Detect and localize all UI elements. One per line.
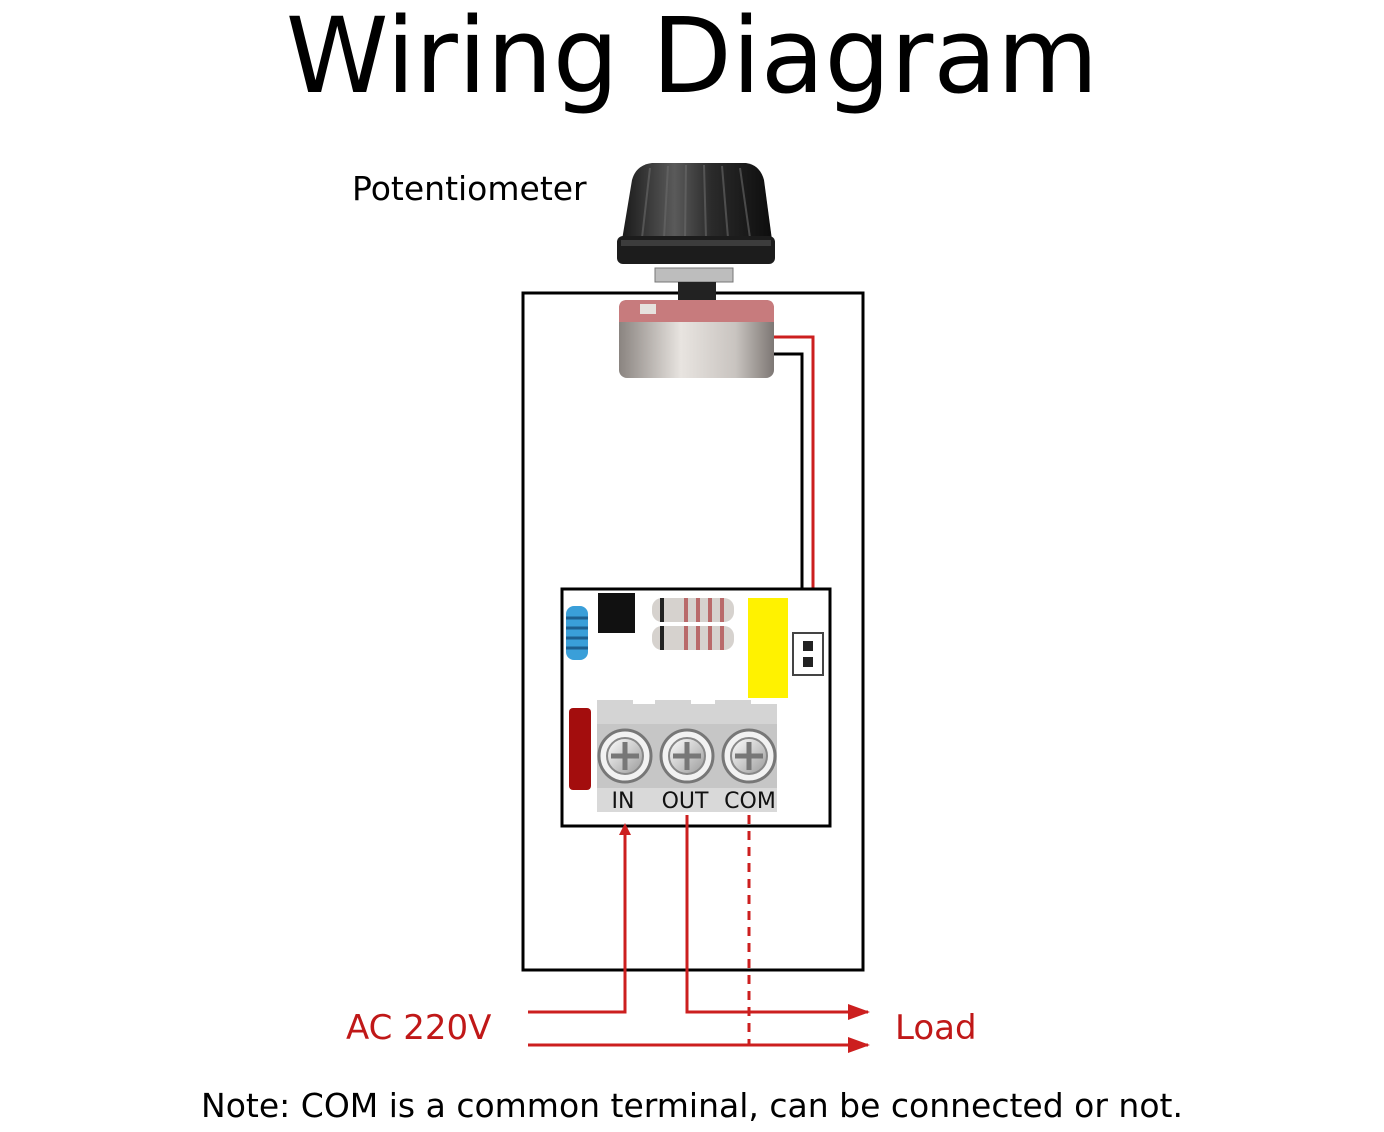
source-label: AC 220V (346, 1008, 491, 1048)
board-components (566, 593, 824, 790)
resistor-1 (652, 598, 734, 622)
yellow-capacitor (748, 598, 788, 698)
potentiometer-label: Potentiometer (352, 169, 587, 208)
resistor-2 (652, 626, 734, 650)
pot-wire-red (774, 335, 815, 640)
load-label: Load (895, 1008, 977, 1048)
terminal-screw-com (721, 728, 777, 784)
terminal-label-out: OUT (662, 789, 709, 814)
wire-out (685, 815, 870, 1020)
pot-top-band (619, 300, 774, 322)
footnote: Note: COM is a common terminal, can be c… (201, 1086, 1183, 1125)
knob-cap (622, 163, 772, 240)
terminal-block: IN OUT COM (597, 700, 777, 814)
pot-connector (792, 632, 824, 676)
black-chip (598, 593, 635, 633)
terminal-screw-out (659, 728, 715, 784)
terminal-label-com: COM (724, 789, 776, 814)
terminal-label-in: IN (612, 789, 635, 814)
knob-shaft (678, 282, 716, 302)
knob-nut (654, 267, 734, 283)
page-title: Wiring Diagram (286, 0, 1099, 117)
blue-resistor (566, 606, 588, 660)
red-component (569, 708, 591, 790)
potentiometer (617, 163, 775, 378)
wire-in (528, 823, 631, 1014)
pot-wire-black (774, 352, 804, 640)
terminal-screw-in (597, 728, 653, 784)
